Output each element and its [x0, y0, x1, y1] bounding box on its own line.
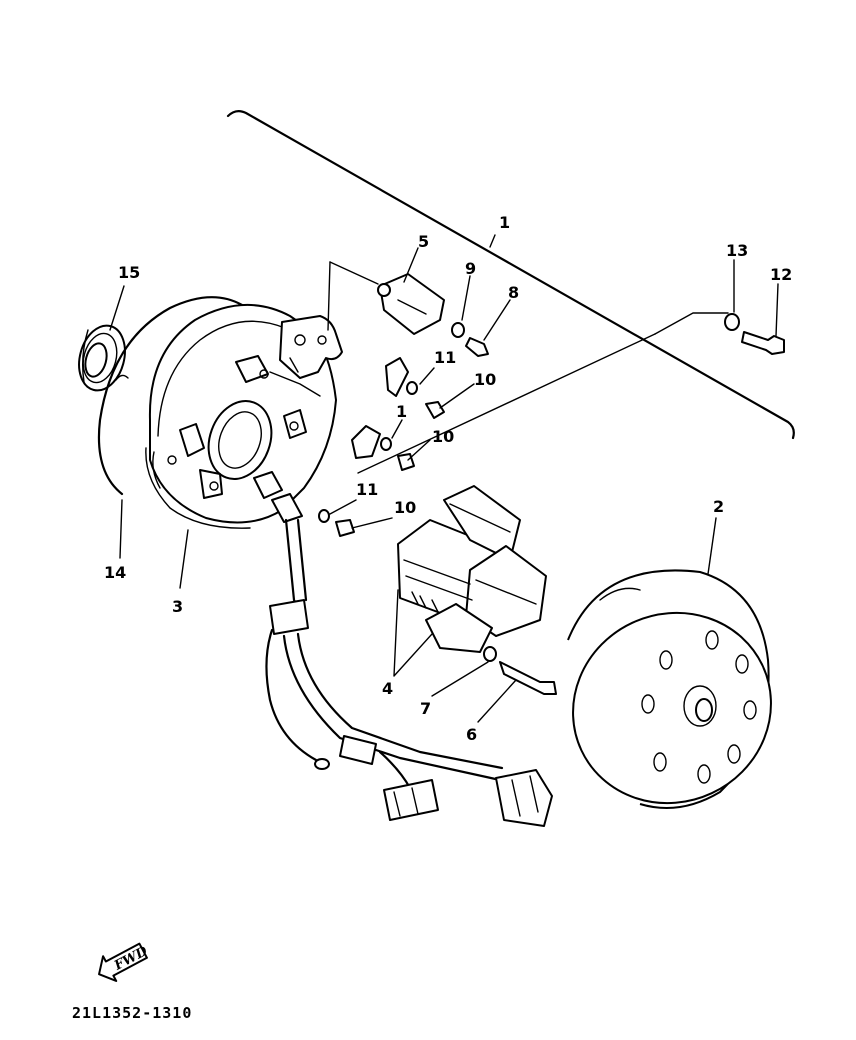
callout-11c: 11 — [356, 480, 378, 499]
pickup-coil — [327, 261, 489, 357]
assembly-bracket — [226, 109, 795, 474]
leader-lines — [109, 247, 779, 723]
callout-7: 7 — [420, 699, 431, 718]
callout-13: 13 — [726, 241, 748, 260]
callout-6: 6 — [466, 725, 477, 744]
o-ring — [97, 296, 244, 496]
callout-14: 14 — [104, 563, 126, 582]
callout-numbers: 1 2 3 4 5 6 7 8 9 10 10 10 11 1 11 12 13… — [104, 213, 792, 744]
callout-3: 3 — [172, 597, 183, 616]
callout-10a: 10 — [474, 370, 496, 389]
wire-grommet — [253, 471, 303, 523]
callout-8: 8 — [508, 283, 519, 302]
callout-11a: 11 — [434, 348, 456, 367]
callout-1: 1 — [499, 213, 510, 232]
wiring-harness — [265, 518, 553, 827]
bolt-and-washer — [724, 313, 785, 355]
callout-15: 15 — [118, 263, 140, 282]
forward-arrow: FWD — [98, 942, 151, 982]
pickup-mount — [269, 315, 343, 397]
reference-code: 21L1352-1310 — [72, 1004, 192, 1022]
callout-9: 9 — [465, 259, 476, 278]
callout-11b: 1 — [396, 402, 407, 421]
callout-4: 4 — [382, 679, 393, 698]
callout-5: 5 — [418, 232, 429, 251]
callout-10c: 10 — [394, 498, 416, 517]
callout-10b: 10 — [432, 427, 454, 446]
small-fasteners — [318, 357, 445, 537]
callout-2: 2 — [713, 497, 724, 516]
flywheel-rotor — [567, 569, 772, 809]
stator-coil — [397, 485, 557, 695]
oil-seal — [78, 324, 126, 392]
callout-12: 12 — [770, 265, 792, 284]
